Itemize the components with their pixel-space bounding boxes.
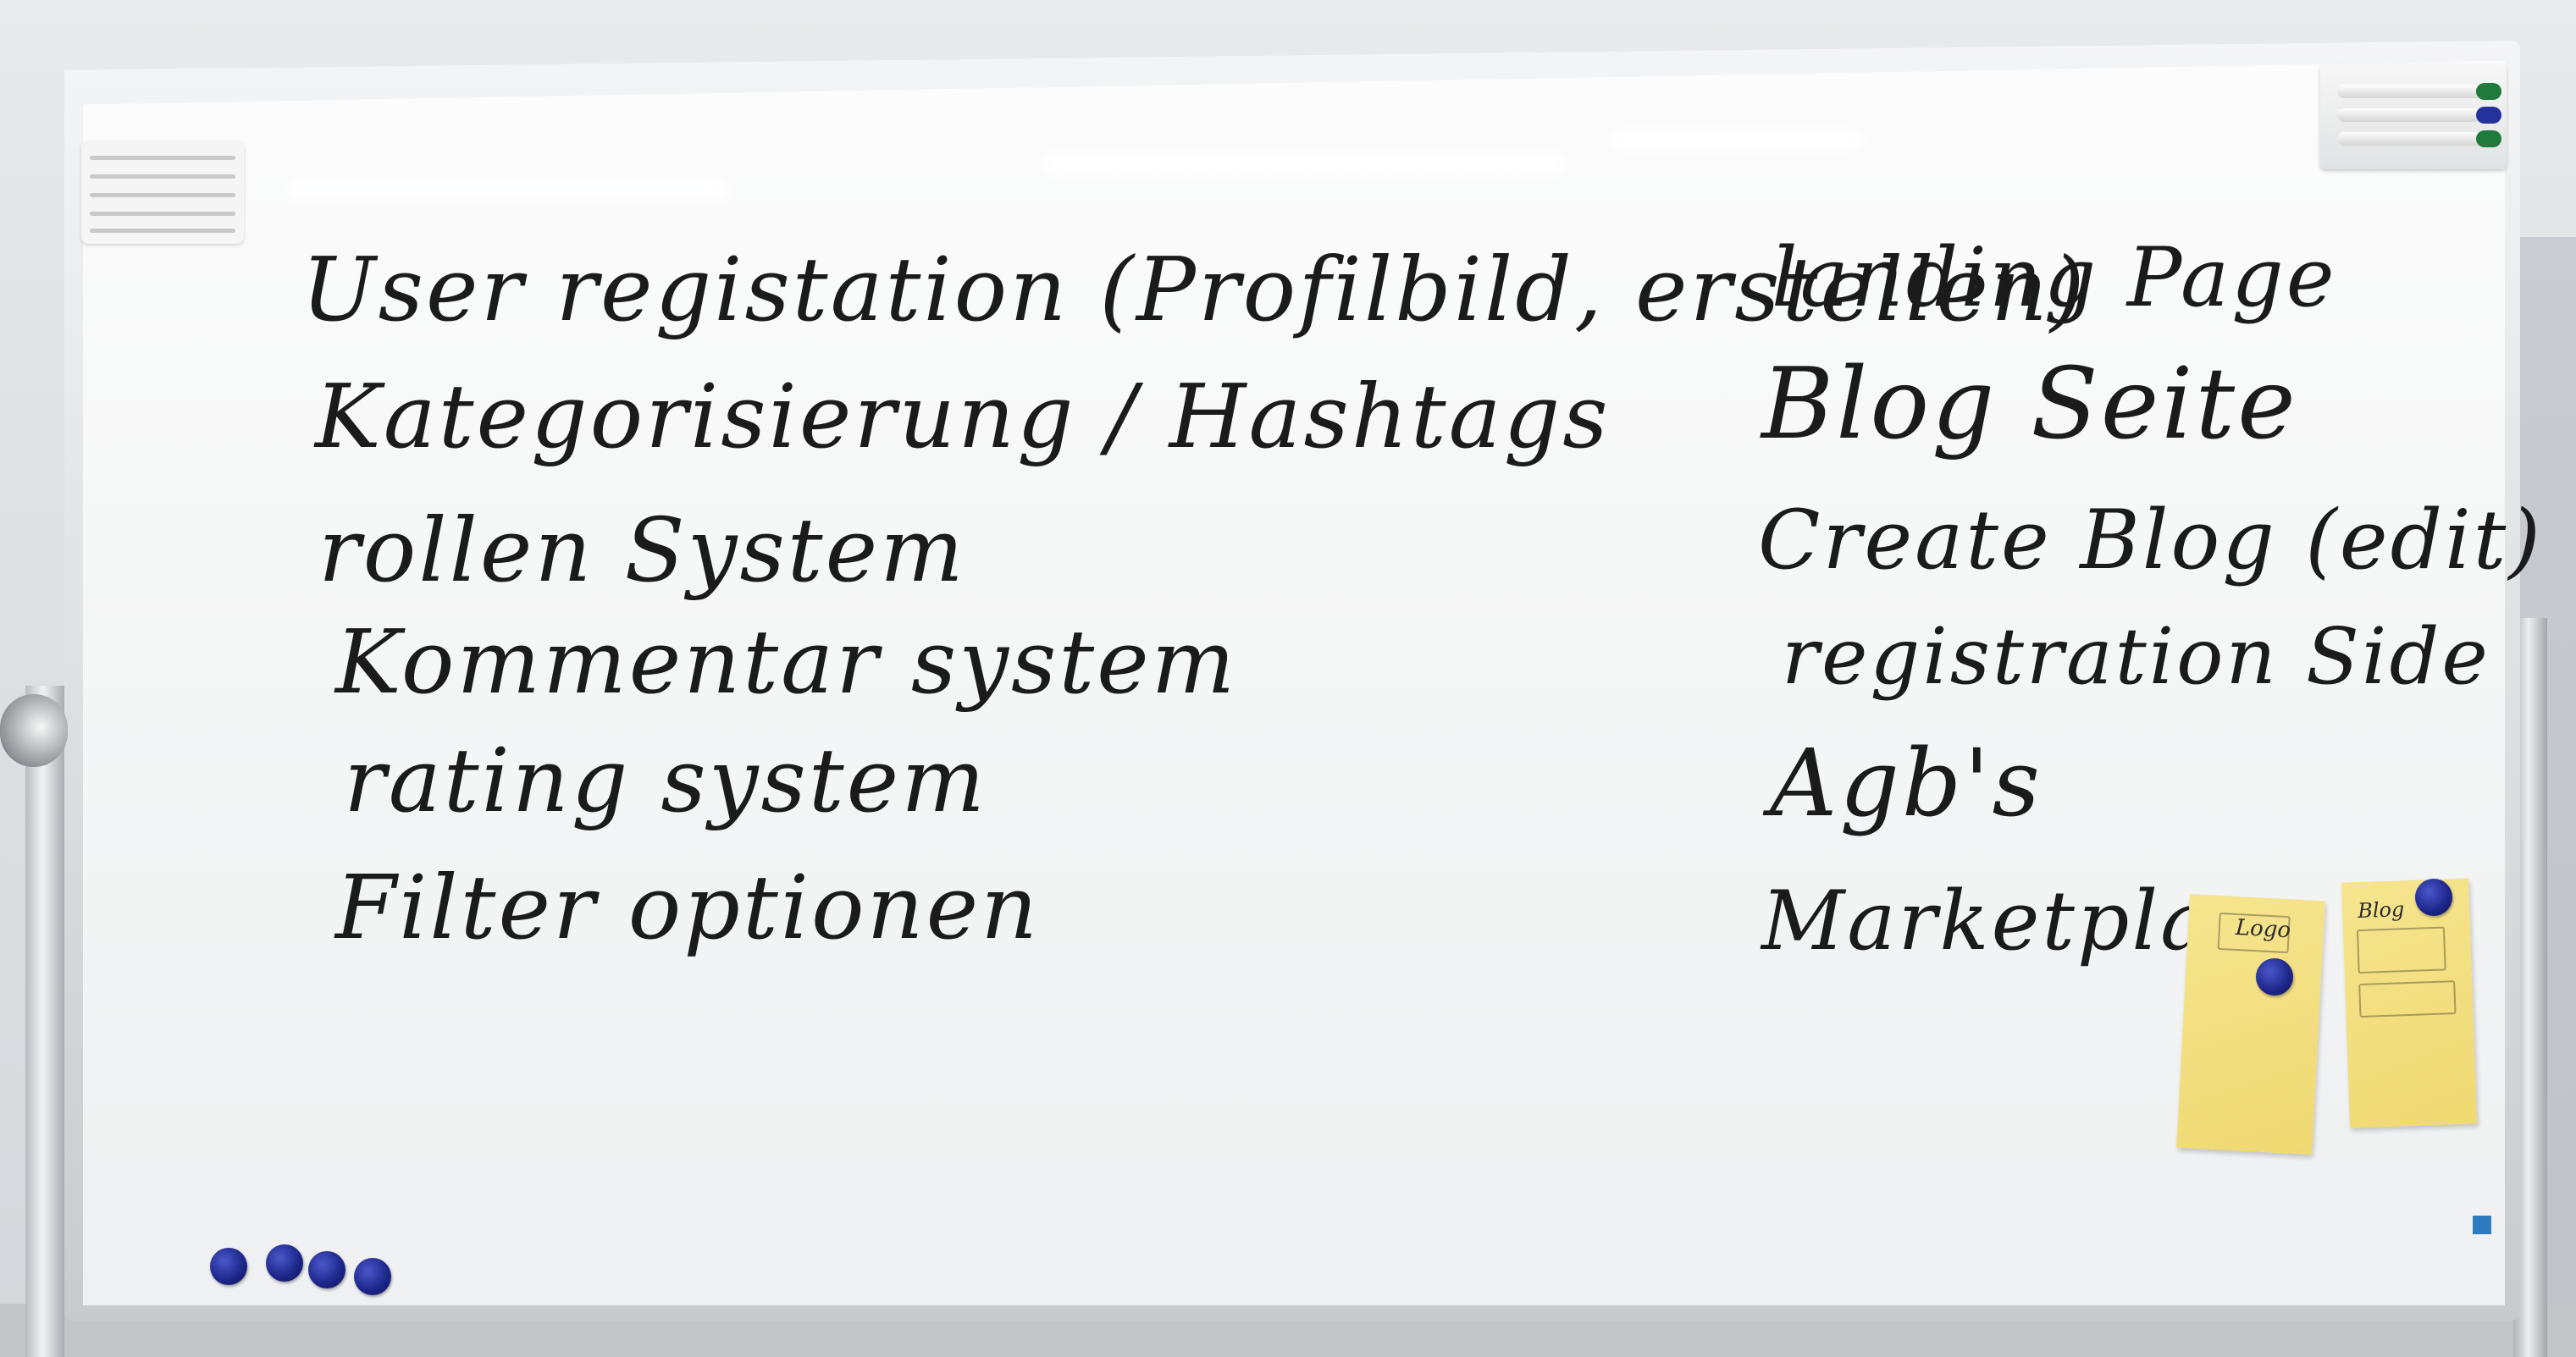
magnet-icon [210,1248,247,1285]
marker-tray-icon [2320,64,2507,169]
note-kategorisierung: Kategorisierung / Hashtags [315,365,1611,468]
board-surface [83,61,2505,1305]
reflection [1609,127,1863,151]
note-user-registration: User registation (Profilbild, erstellen) [301,238,2087,341]
stand-pole-left [25,686,64,1357]
magnet-icon [2256,958,2293,996]
magnet-icon [354,1258,391,1295]
note-agbs: Agb's [1770,729,2043,837]
note-rating-system: rating system [344,729,987,832]
note-landing-page: landing Page [1772,230,2337,325]
magnet-icon [2415,879,2452,916]
note-registration-side: registration Side [1782,611,2490,702]
brand-logo-icon [2473,1216,2491,1234]
sticky-note-blog: Blog [2341,878,2478,1128]
note-rollen-system: rollen System [318,499,966,602]
stand-knob [0,694,68,767]
vent-icon [81,141,244,244]
magnet-icon [308,1251,345,1288]
sticky-note-logo: Logo [2176,894,2325,1155]
magnet-icon [266,1244,303,1282]
sticky-note-label: Blog [2357,897,2405,924]
reflection [1042,152,1567,176]
reflection [288,178,728,201]
note-blog-seite: Blog Seite [1761,347,2298,461]
note-create-blog: Create Blog (edit) [1758,493,2543,587]
note-kommentar-system: Kommentar system [335,610,1238,714]
note-filter-optionen: Filter optionen [335,856,1041,959]
